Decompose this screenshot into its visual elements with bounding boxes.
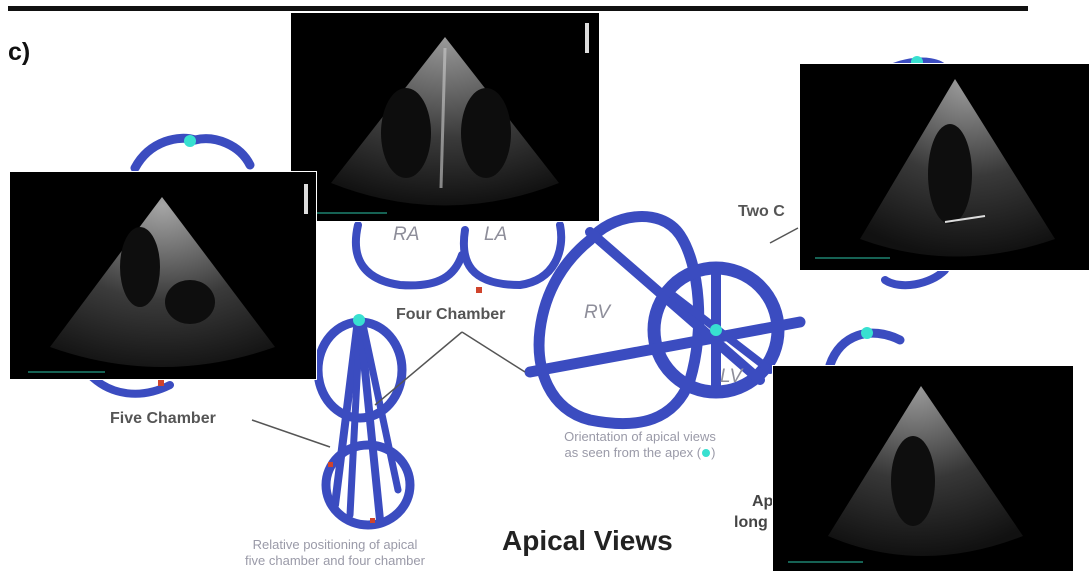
four-chamber-label: Four Chamber	[396, 306, 505, 324]
echo-image-left	[9, 171, 317, 380]
four-chamber-leader-b	[462, 332, 525, 372]
chamber-rv: RV	[584, 302, 610, 324]
apex-dot-icon	[702, 449, 710, 457]
apex-dot-icon	[353, 314, 365, 326]
orientation-caption-line2: as seen from the apex ()	[520, 445, 760, 461]
five-chamber-label: Five Chamber	[110, 410, 216, 428]
echo-image-top	[290, 12, 600, 222]
apex-dot-icon	[184, 135, 196, 147]
apical-long-label-1: Ap	[752, 493, 773, 511]
chamber-ra: RA	[393, 224, 419, 246]
la-outline	[464, 225, 561, 285]
echo-image-right-bottom	[772, 365, 1074, 572]
figure-title: Apical Views	[502, 525, 673, 557]
five-chamber-leader	[252, 420, 330, 447]
orientation-model	[530, 216, 800, 423]
positioning-caption: Relative positioning of apical five cham…	[205, 537, 465, 569]
chamber-lv: LV	[720, 366, 742, 388]
two-chamber-leader	[770, 228, 798, 243]
positioning-caption-line2: five chamber and four chamber	[205, 553, 465, 569]
orientation-caption-text: as seen from the apex (	[565, 445, 702, 460]
four-chamber-leader-a	[375, 332, 462, 405]
apex-dot-icon	[861, 327, 873, 339]
two-chamber-label: Two C	[738, 203, 785, 221]
positioning-caption-line1: Relative positioning of apical	[205, 537, 465, 553]
echo-image-right-top	[799, 63, 1089, 271]
apex-dot-icon	[710, 324, 722, 336]
chamber-la: LA	[484, 224, 507, 246]
apical-long-label-2: long	[734, 514, 768, 532]
orientation-caption-line1: Orientation of apical views	[520, 429, 760, 445]
orientation-caption: Orientation of apical views as seen from…	[520, 429, 760, 461]
five-chamber-model	[318, 320, 410, 525]
orientation-caption-end: )	[711, 445, 715, 460]
